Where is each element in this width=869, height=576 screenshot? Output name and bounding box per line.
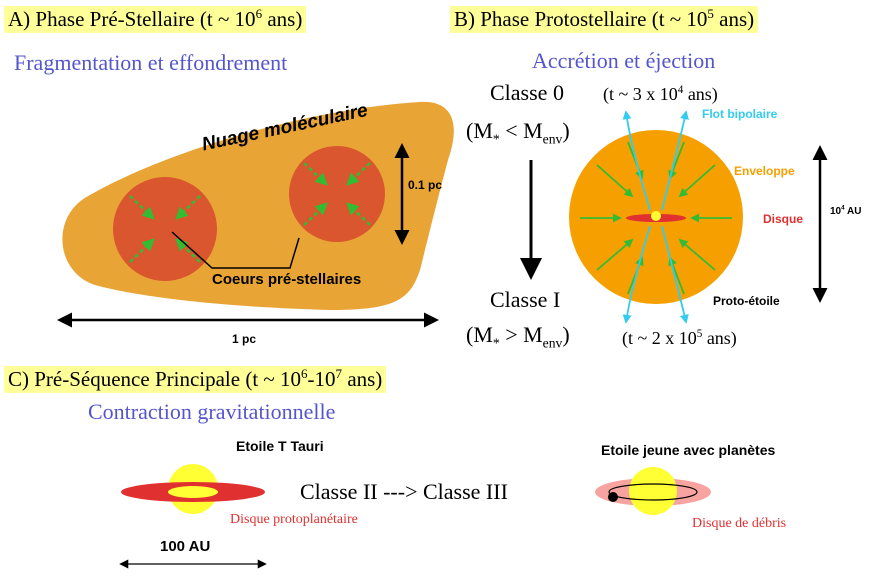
label-protostar: Proto-étoile (713, 294, 780, 308)
panel-c-title-exp1: 6 (301, 366, 308, 381)
panel-b-title-exponent: 5 (707, 6, 714, 21)
panel-a-title-end: ans) (262, 7, 303, 31)
class-0-label: Classe 0 (490, 80, 564, 105)
young-star (629, 467, 677, 515)
label-scale-base: 10 (830, 206, 842, 217)
panel-c-title-end: ans) (342, 367, 383, 391)
class-0-mass-star: M (473, 118, 493, 143)
panel-c-title-exp2: 7 (335, 366, 343, 381)
class-0-time-text: (t ~ 3 x 10 (603, 84, 678, 104)
class-I-mass-env-sub: env (542, 335, 563, 351)
panel-c-title-mid: -10 (307, 367, 336, 391)
label-class-transition: Classe II ---> Classe III (300, 479, 508, 504)
class-I-mass: (M* > Menv) (466, 322, 570, 351)
panel-b-title-end: ans) (713, 7, 755, 31)
protoplanetary-disk-inner (168, 486, 218, 498)
label-debris-disk: Disque de débris (692, 516, 787, 531)
scale-label-0-1pc: 0.1 pc (408, 178, 443, 192)
class-I-mass-star-sub: * (492, 335, 500, 351)
planet-orbit (608, 483, 698, 501)
prestellar-core-left (113, 177, 217, 281)
class-0-mass-env-sub: env (542, 131, 563, 147)
collapse-arrows-left (129, 195, 201, 263)
class-I-mass-star: M (473, 322, 493, 347)
class-0-mass-rel: < M (499, 118, 543, 143)
class-I-time-exp: 5 (696, 328, 703, 340)
class-I-mass-rel: > M (499, 322, 543, 347)
label-protoplanetary-disk: Disque protoplanétaire (230, 512, 358, 527)
label-scale-10e4au: 104 AU (830, 204, 862, 217)
label-scale-unit: AU (844, 206, 862, 217)
panel-a-subtitle: Fragmentation et effondrement (14, 50, 288, 75)
panel-c-subtitle: Contraction gravitationnelle (88, 399, 336, 424)
panel-b-subtitle: Accrétion et éjection (532, 48, 716, 73)
core-callout-lines (171, 231, 300, 269)
class-0-time-end: ans) (683, 84, 718, 104)
cores-label: Coeurs pré-stellaires (212, 271, 362, 288)
scale-label-1pc: 1 pc (232, 332, 257, 346)
class-I-label: Classe I (490, 287, 561, 312)
collapse-arrows-right (303, 162, 371, 226)
planet (608, 492, 618, 502)
evolution-arrowhead (520, 258, 542, 280)
class-I-time-text: (t ~ 2 x 10 (622, 328, 697, 348)
bipolar-flow (622, 110, 689, 324)
infall-arrows (580, 141, 732, 295)
label-young-star-planets: Etoile jeune avec planètes (601, 442, 776, 458)
panel-b-title: B) Phase Protostellaire (t ~ 105 ans) (450, 6, 759, 33)
label-bipolar-flow: Flot bipolaire (702, 107, 778, 121)
class-I-time: (t ~ 2 x 105 ans) (622, 328, 737, 349)
prestellar-core-right (289, 146, 385, 242)
label-envelope: Enveloppe (734, 164, 795, 178)
protostar (651, 211, 661, 221)
class-0-mass-star-sub: * (492, 131, 500, 147)
class-0-time: (t ~ 3 x 104 ans) (603, 84, 718, 105)
class-0-time-exp: 4 (677, 84, 684, 96)
panel-a-title: A) Phase Pré-Stellaire (t ~ 106 ans) (4, 6, 307, 33)
class-I-time-end: ans) (702, 328, 737, 348)
label-t-tauri: Etoile T Tauri (236, 438, 324, 454)
label-scale-exp: 4 (841, 204, 845, 212)
panel-b-title-text: B) Phase Protostellaire (t ~ 10 (454, 7, 708, 31)
panel-c-title-text: C) Pré-Séquence Principale (t ~ 10 (8, 367, 302, 391)
panel-a-title-exponent: 6 (255, 6, 263, 21)
label-scale-100au: 100 AU (160, 538, 211, 555)
label-disk: Disque (763, 212, 804, 226)
panel-c-title: C) Pré-Séquence Principale (t ~ 106-107 … (4, 366, 387, 393)
class-0-mass: (M* < Menv) (466, 118, 570, 147)
panel-a-title-text: A) Phase Pré-Stellaire (t ~ 10 (8, 7, 256, 31)
